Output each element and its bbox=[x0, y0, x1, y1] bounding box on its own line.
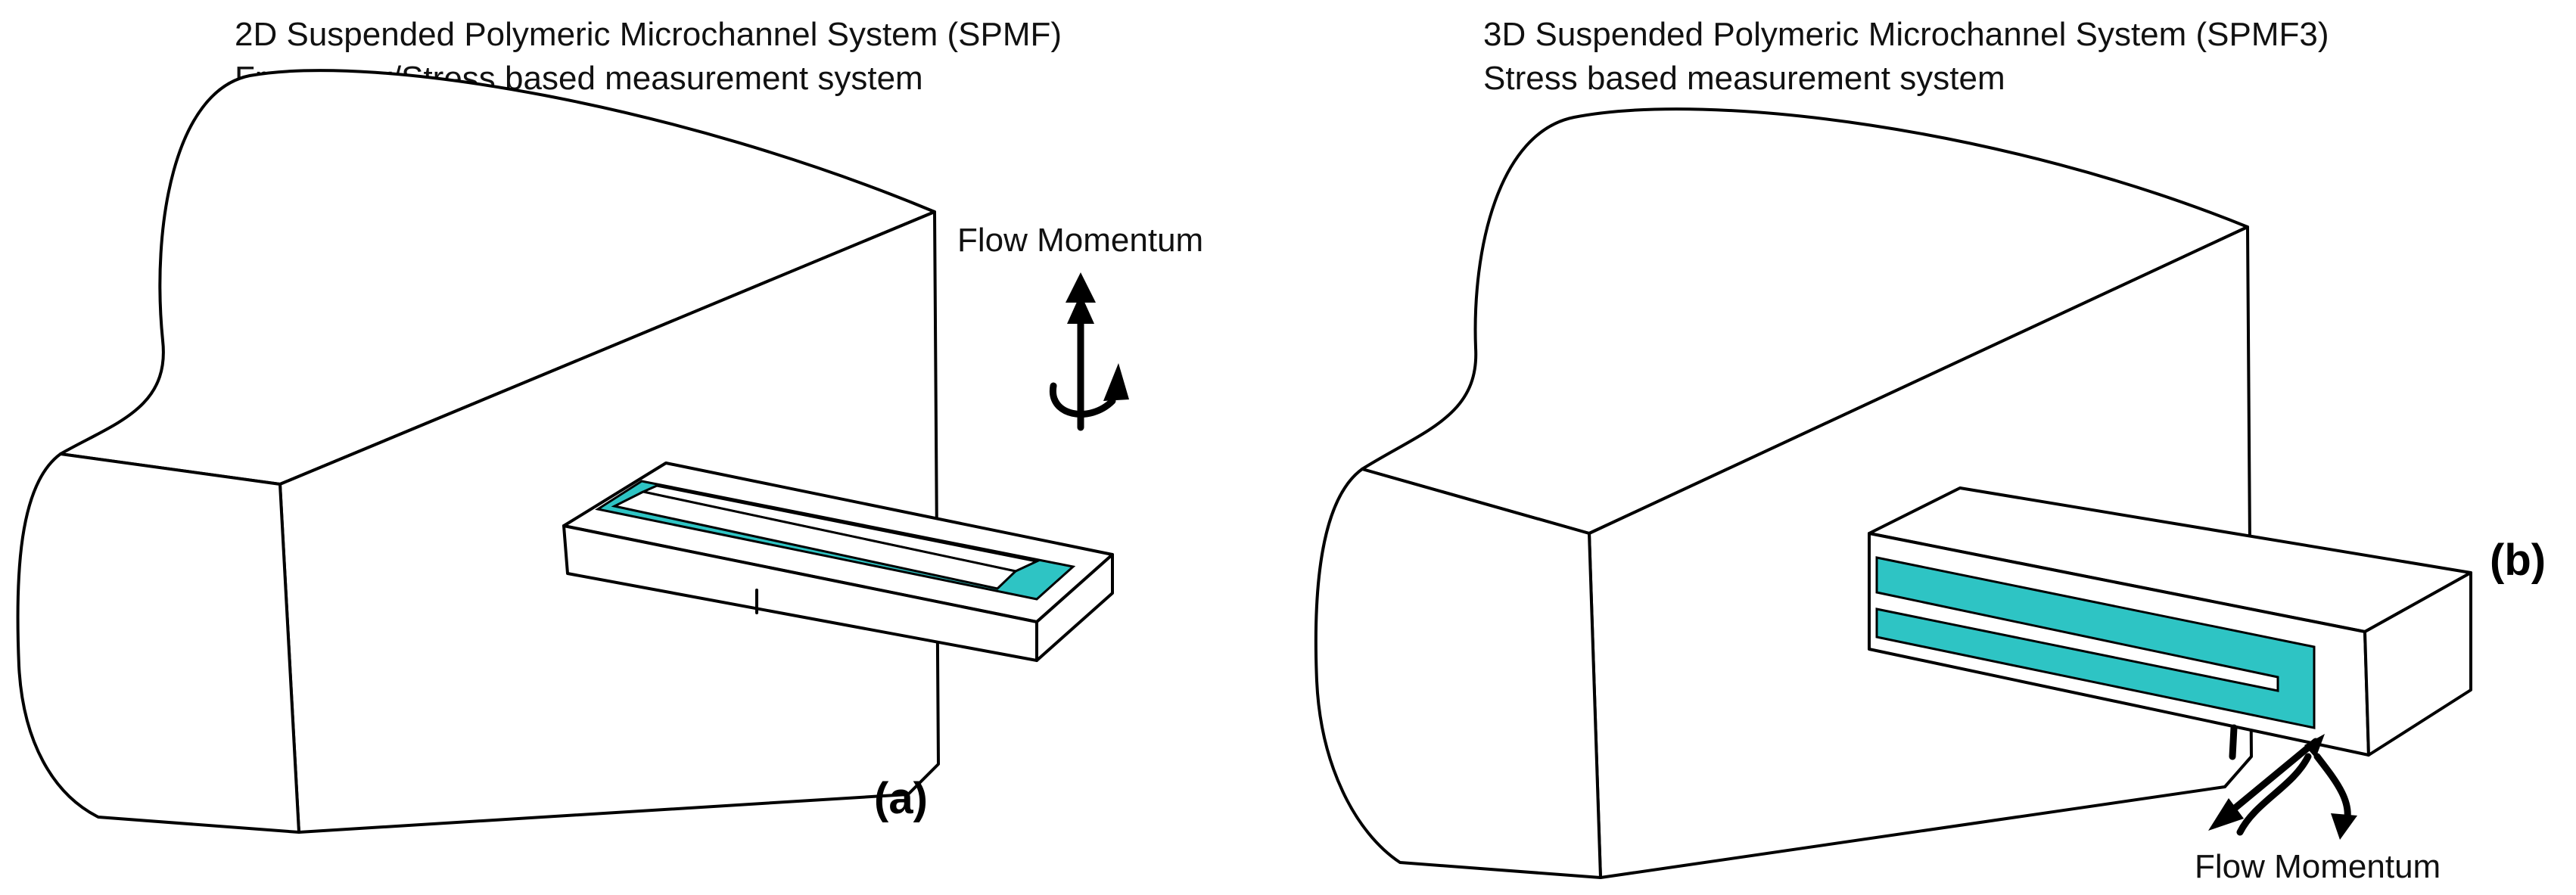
panel-b-diagonal-arrow-shaft bbox=[2225, 738, 2319, 817]
panel-b-flow-label: Flow Momentum bbox=[2195, 848, 2441, 885]
panel-b-title-line1: 3D Suspended Polymeric Microchannel Syst… bbox=[1483, 16, 2329, 53]
panel-b-cantilever bbox=[1868, 486, 2472, 757]
panel-b-microchannel bbox=[1875, 556, 2316, 729]
panel-a-label: (a) bbox=[874, 774, 928, 823]
panel-b-beam-edge bbox=[2229, 724, 2238, 760]
panel-a: 2D Suspended Polymeric Microchannel Syst… bbox=[16, 16, 1203, 834]
panel-b-beam-end bbox=[2363, 571, 2472, 757]
panel-b-diagonal-arrow-tail bbox=[2304, 734, 2325, 758]
panel-b-rotation-arrow-head bbox=[2331, 813, 2357, 840]
panel-b: 3D Suspended Polymeric Microchannel Syst… bbox=[1314, 16, 2546, 885]
panel-a-beam-end bbox=[1035, 553, 1114, 662]
panel-b-base-block bbox=[1314, 107, 2253, 879]
panel-a-rotation-arrow bbox=[1049, 382, 1116, 418]
panel-b-title-line2: Stress based measurement system bbox=[1483, 60, 2005, 97]
panel-a-title-line1: 2D Suspended Polymeric Microchannel Syst… bbox=[235, 16, 1062, 53]
panel-a-channel-gap bbox=[611, 490, 1019, 590]
panel-b-flow-arrow bbox=[2208, 724, 2357, 840]
panel-b-diagonal-arrow-head bbox=[2208, 798, 2244, 831]
panel-a-base-block bbox=[16, 69, 940, 834]
panel-a-up-arrow-head bbox=[1066, 272, 1096, 303]
panel-b-rotation-top bbox=[2236, 753, 2312, 836]
panel-a-double-arrow-head bbox=[1067, 294, 1094, 324]
panel-a-rotation-arrow-head bbox=[1103, 363, 1129, 401]
panel-a-flow-arrow bbox=[1049, 272, 1129, 431]
panel-b-label: (b) bbox=[2490, 536, 2546, 585]
panel-a-block-top-face bbox=[59, 69, 936, 486]
panel-b-block-front-face bbox=[1314, 468, 1602, 879]
panel-b-block-top-face bbox=[1361, 107, 2249, 535]
panel-a-flow-label: Flow Momentum bbox=[957, 222, 1203, 259]
panel-a-block-front-face bbox=[16, 452, 300, 834]
panel-a-cantilever bbox=[562, 461, 1114, 662]
